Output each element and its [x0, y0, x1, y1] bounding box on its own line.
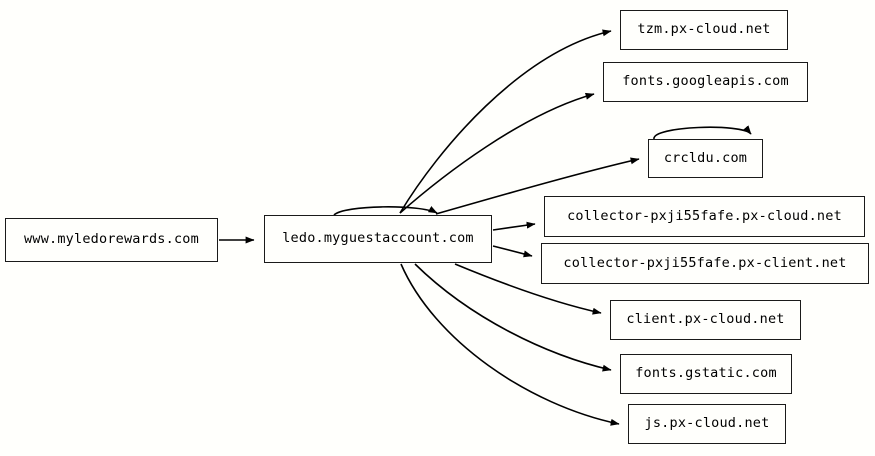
node-client-px-cloud[interactable]: client.px-cloud.net [610, 300, 801, 340]
edge-crcldu-self-loop [653, 125, 752, 140]
node-crcldu[interactable]: crcldu.com [648, 139, 763, 178]
node-www-myledorewards[interactable]: www.myledorewards.com [5, 218, 218, 262]
node-label: collector-pxji55fafe.px-cloud.net [567, 207, 842, 224]
node-fonts-gstatic[interactable]: fonts.gstatic.com [620, 354, 792, 394]
edge-ledo-to-tzm [399, 29, 612, 214]
node-label: fonts.googleapis.com [622, 73, 789, 90]
node-js-px-cloud[interactable]: js.px-cloud.net [628, 404, 786, 444]
node-label: collector-pxji55fafe.px-client.net [563, 254, 847, 271]
edge-ledo-self-loop [333, 205, 438, 216]
node-label: client.px-cloud.net [626, 311, 785, 328]
node-label: js.px-cloud.net [644, 415, 770, 432]
edge-ledo-to-js-px-cloud [400, 263, 620, 426]
edge-ledo-to-collector-px-cloud [492, 221, 536, 231]
node-collector-px-client[interactable]: collector-pxji55fafe.px-client.net [541, 243, 869, 284]
node-label: fonts.gstatic.com [635, 365, 777, 382]
node-label: tzm.px-cloud.net [637, 21, 771, 38]
node-label: crcldu.com [663, 149, 748, 166]
edge-ledo-to-collector-px-client [492, 245, 533, 258]
node-label: ledo.myguestaccount.com [282, 230, 474, 247]
node-collector-px-cloud[interactable]: collector-pxji55fafe.px-cloud.net [544, 196, 865, 237]
node-ledo-myguestaccount[interactable]: ledo.myguestaccount.com [264, 215, 492, 263]
node-tzm-px-cloud[interactable]: tzm.px-cloud.net [620, 10, 788, 50]
node-label: www.myledorewards.com [24, 231, 199, 248]
node-fonts-googleapis[interactable]: fonts.googleapis.com [603, 62, 808, 102]
